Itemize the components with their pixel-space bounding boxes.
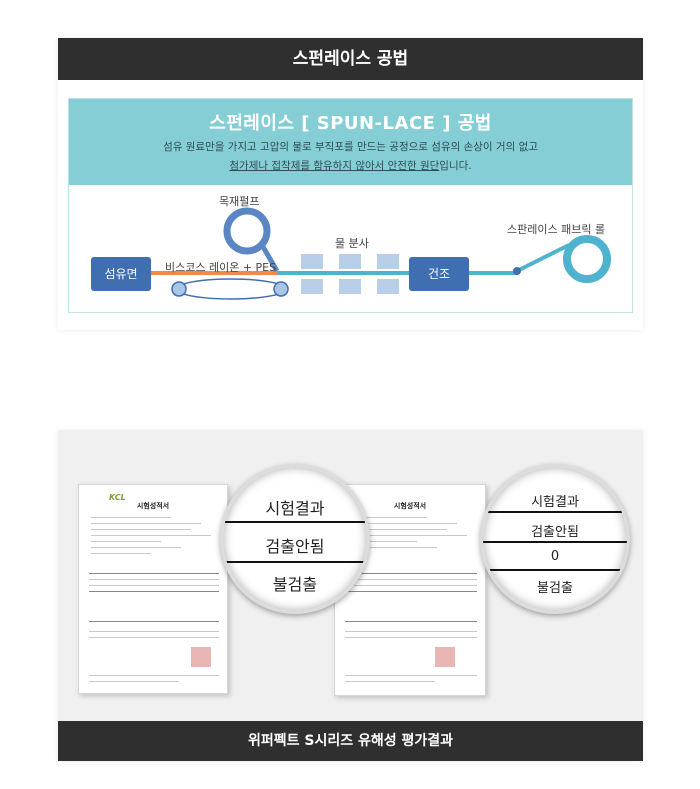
seal-stamp xyxy=(435,647,455,667)
process-diagram-svg xyxy=(149,207,611,300)
wood-pulp-label: 목재펄프 xyxy=(219,195,260,208)
water-spray-block xyxy=(377,279,399,294)
description-line-2: 첨가제나 접착제를 함유하지 않아서 안전한 원단입니다. xyxy=(69,158,632,173)
magnifier-left: 시험결과 검출안됨 불검출 xyxy=(220,464,370,614)
fabric-roll xyxy=(563,235,611,283)
process-diagram: 목재펄프 물 분사 스판레이스 패브릭 롤 비스코스 레이온 + PES 섬유면… xyxy=(69,185,632,312)
magnified-zero: 0 xyxy=(550,549,560,564)
spunlace-diagram-frame: 스펀레이스 [ SPUN-LACE ] 공법 섬유 원료만을 가지고 고압의 물… xyxy=(68,98,633,313)
magnified-result-header: 시험결과 xyxy=(531,495,579,510)
test-report-title: 시험성적서 xyxy=(136,502,170,510)
test-report-title: 시험성적서 xyxy=(393,502,427,510)
wood-pulp-feed xyxy=(259,243,280,273)
conveyor-roller-left xyxy=(171,281,187,297)
description-tail: 입니다. xyxy=(439,160,472,172)
diagram-title: 스펀레이스 [ SPUN-LACE ] 공법 xyxy=(209,113,492,134)
kcl-logo: KCL xyxy=(109,493,126,502)
spunlace-panel: 스펀레이스 공법 스펀레이스 [ SPUN-LACE ] 공법 섬유 원료만을 … xyxy=(58,38,643,330)
water-spray-block xyxy=(301,254,323,269)
magnifier-right: 시험결과 검출안됨 0 불검출 xyxy=(480,464,630,614)
spunlace-description-header: 스펀레이스 [ SPUN-LACE ] 공법 섬유 원료만을 가지고 고압의 물… xyxy=(69,99,632,185)
description-underlined: 첨가제나 접착제를 함유하지 않아서 안전한 원단 xyxy=(229,160,440,172)
conveyor-belt xyxy=(175,278,287,300)
wood-pulp-roll xyxy=(223,207,271,255)
test-report-left: KCL 시험성적서 xyxy=(78,484,228,694)
water-spray-block xyxy=(301,279,323,294)
magnified-undetected: 불검출 xyxy=(537,581,573,596)
magnified-not-detected: 검출안됨 xyxy=(265,537,325,556)
conveyor-roller-right xyxy=(273,281,289,297)
seal-stamp xyxy=(191,647,211,667)
magnified-undetected: 불검출 xyxy=(272,575,318,594)
fiber-box: 섬유면 xyxy=(91,257,151,291)
fabric-roll-label: 스판레이스 패브릭 롤 xyxy=(507,223,606,236)
fabric-roll-joint xyxy=(513,267,521,275)
viscose-label: 비스코스 레이온 + PES xyxy=(165,261,277,274)
magnified-result-header: 시험결과 xyxy=(265,499,325,518)
spunlace-header-bar: 스펀레이스 공법 xyxy=(58,38,643,80)
evaluation-footer-bar: 위퍼펙트 S시리즈 유해성 평가결과 xyxy=(58,721,643,761)
dry-box: 건조 xyxy=(409,257,469,291)
magnified-not-detected: 검출안됨 xyxy=(531,525,579,540)
evaluation-panel: KCL 시험성적서 시험성적서 xyxy=(58,430,643,761)
description-line-1: 섬유 원료만을 가지고 고압의 물로 부직포를 만드는 공정으로 섬유의 손상이… xyxy=(163,141,538,153)
water-spray-block xyxy=(339,279,361,294)
water-spray-block xyxy=(339,254,361,269)
fabric-roll-feed xyxy=(516,243,570,273)
water-spray-label: 물 분사 xyxy=(335,237,369,250)
water-spray-block xyxy=(377,254,399,269)
